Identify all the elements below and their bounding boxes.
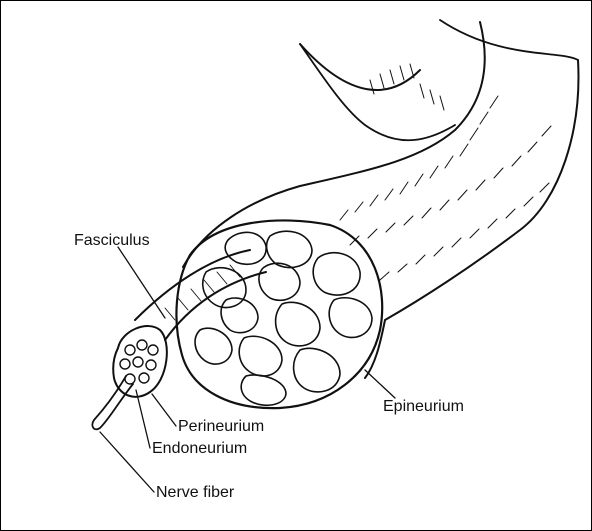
label-perineurium: Perineurium <box>178 418 264 436</box>
leader-perineurium <box>152 394 176 426</box>
cross-section-fascicles <box>195 231 372 405</box>
trunk-upper-edge <box>300 44 455 140</box>
cross-section-outline <box>176 220 382 408</box>
label-epineurium: Epineurium <box>383 398 464 416</box>
label-fasciculus: Fasciculus <box>74 232 150 250</box>
trunk-hatching <box>340 64 551 280</box>
label-nerve-fiber: Nerve fiber <box>156 484 234 502</box>
nerve-fiber-strand <box>92 376 133 429</box>
leader-nervefiber <box>100 432 154 492</box>
leader-endoneurium <box>136 390 150 448</box>
label-endoneurium: Endoneurium <box>152 440 247 458</box>
leader-fasciculus <box>118 247 165 318</box>
trunk-rear-edge <box>440 20 578 60</box>
leader-epineurium <box>365 370 395 398</box>
